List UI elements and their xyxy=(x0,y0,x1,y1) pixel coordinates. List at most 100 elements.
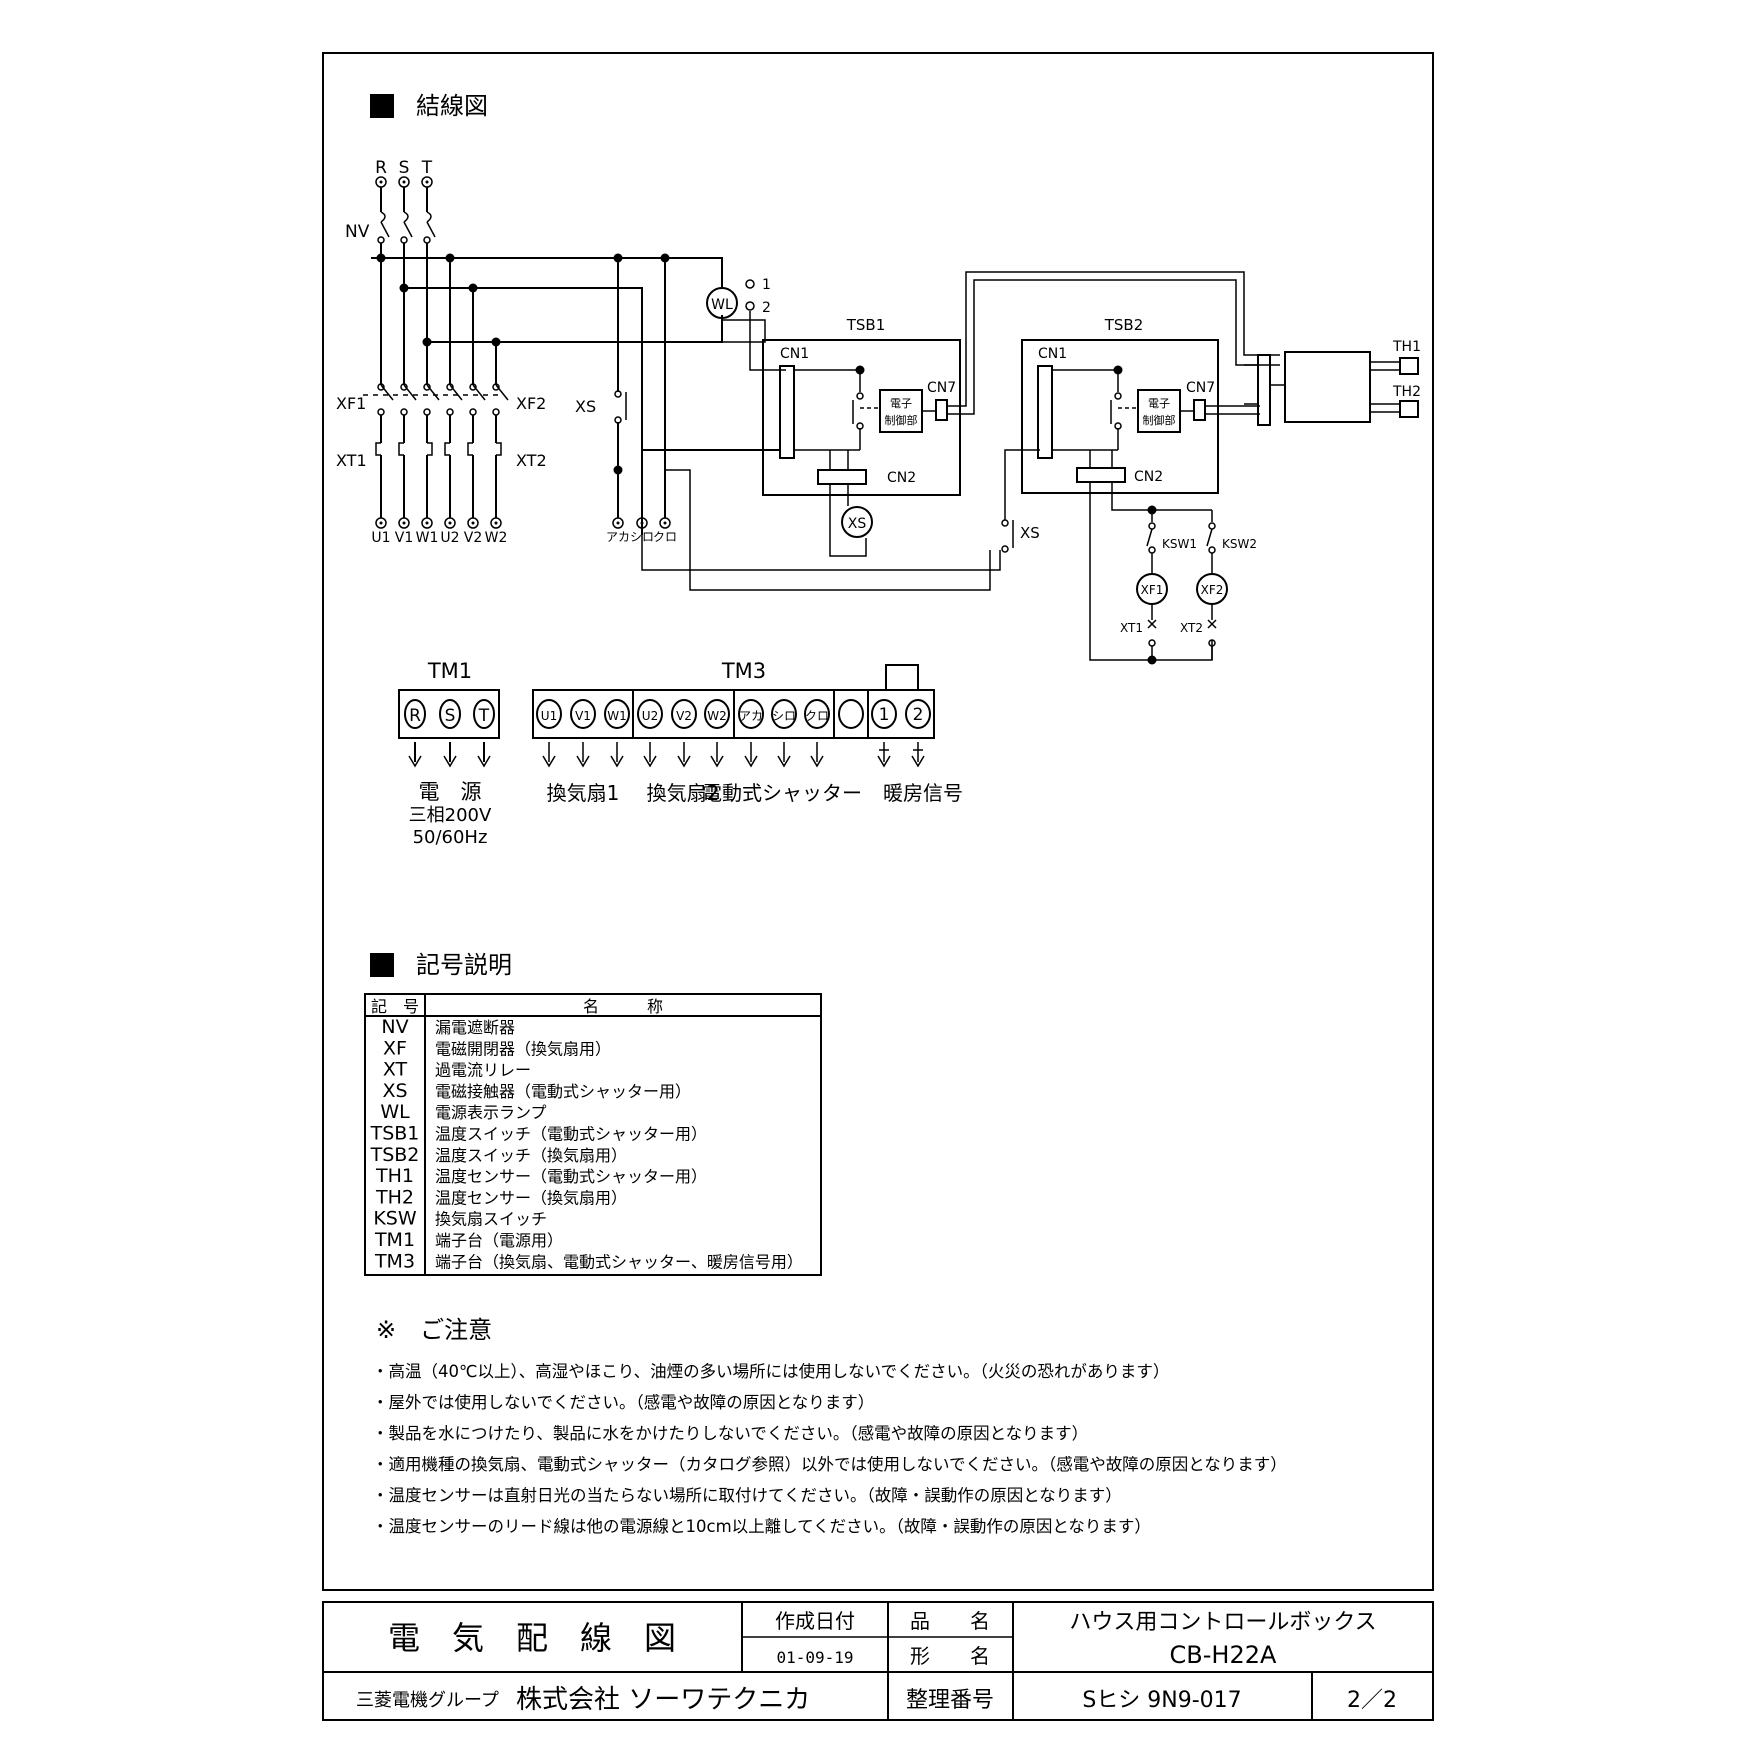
svg-text:アカ: アカ xyxy=(739,709,763,723)
wire-black: クロ xyxy=(653,530,677,544)
svg-text:V2: V2 xyxy=(676,709,692,723)
output-w2: W2 xyxy=(485,530,508,546)
legend-code: TM1 xyxy=(374,1229,415,1251)
notes-title: ※ ご注意 xyxy=(376,1316,492,1344)
legend-name: 端子台（電源用） xyxy=(435,1231,563,1250)
legend-code: XF xyxy=(383,1037,407,1059)
drawing-title: 電 気 配 線 図 xyxy=(388,1619,676,1657)
th1-label: TH1 xyxy=(1392,339,1421,355)
legend-row: TH1 温度センサー（電動式シャッター用） xyxy=(375,1165,707,1187)
tm3-terminal-5: V2 xyxy=(671,699,697,729)
legend-name: 温度スイッチ（換気扇用） xyxy=(435,1146,627,1165)
tm3-caption-fan2: 換気扇2 xyxy=(647,781,720,805)
phase-r-label: R xyxy=(375,158,387,178)
xt2-contact-label: XT2 xyxy=(1180,621,1203,635)
xs-shutter-block: XS アカ シロ クロ xyxy=(575,258,677,544)
wl-terminal-1: 1 xyxy=(762,277,771,293)
tm3-terminal-9: クロ xyxy=(804,699,830,729)
legend-name: 電磁接触器（電動式シャッター用） xyxy=(435,1082,691,1101)
legend-code: TSB2 xyxy=(370,1144,420,1166)
tm1-terminal-s: S xyxy=(439,699,461,729)
output-u1: U1 xyxy=(371,530,390,546)
page-number: 2／2 xyxy=(1347,1688,1397,1713)
legend-code: TH1 xyxy=(375,1165,414,1187)
created-date: 01-09-19 xyxy=(776,1648,853,1667)
tsb2-label: TSB2 xyxy=(1104,316,1144,334)
tm3-caption-shutter: 電動式シャッター xyxy=(702,781,862,805)
tm3-caption-heating: 暖房信号 xyxy=(883,781,963,805)
tsb1-cn7-label: CN7 xyxy=(927,380,956,396)
power-input: R S T NV xyxy=(345,158,436,342)
legend-code: XT xyxy=(383,1059,408,1081)
tsb2-controller-l2: 制御部 xyxy=(1143,413,1176,427)
wl-lamp: WL 1 2 xyxy=(706,258,786,371)
note-item: ・温度センサーは直射日光の当たらない場所に取付けてください。（故障・誤動作の原因… xyxy=(372,1486,1122,1505)
sensor-cables xyxy=(947,271,1280,415)
tm1-caption-3: 50/60Hz xyxy=(413,827,488,848)
tm3-terminal-8: シロ xyxy=(771,699,797,729)
tsb2-cn1-label: CN1 xyxy=(1038,346,1067,362)
legend-code: TM3 xyxy=(374,1250,415,1272)
section-square-icon xyxy=(370,953,394,977)
xf1-coil-label: XF1 xyxy=(1141,583,1164,597)
output-w1: W1 xyxy=(416,530,439,546)
wire-red: アカ xyxy=(606,530,630,544)
legend-name: 温度センサー（電動式シャッター用） xyxy=(435,1167,707,1186)
tm1-caption-2: 三相200V xyxy=(409,805,492,826)
legend-name: 過電流リレー xyxy=(435,1061,531,1080)
company-name: 株式会社 ソーワテクニカ xyxy=(516,1685,810,1715)
legend-row: XS 電磁接触器（電動式シャッター用） xyxy=(382,1080,691,1102)
nv-label: NV xyxy=(345,222,370,242)
legend-name: 温度センサー（換気扇用） xyxy=(435,1188,627,1207)
phase-s-label: S xyxy=(399,158,410,178)
tsb1-cn2-label: CN2 xyxy=(887,470,916,486)
section-square-icon xyxy=(370,94,394,118)
svg-text:V1: V1 xyxy=(575,709,591,723)
ksw2-label: KSW2 xyxy=(1222,537,1257,551)
tsb1-controller-l2: 制御部 xyxy=(885,413,918,427)
legend-code: XS xyxy=(382,1080,407,1102)
xt1-label: XT1 xyxy=(336,451,367,470)
tsb1-label: TSB1 xyxy=(846,316,886,334)
tsb1-block: TSB1 CN1 電子 制御部 CN7 CN2 XS xyxy=(642,316,961,557)
tm1-title: TM1 xyxy=(427,659,472,683)
tm3-caption-fan1: 換気扇1 xyxy=(547,781,620,805)
tm1-caption-1: 電 源 xyxy=(419,780,482,804)
legend-name: 換気扇スイッチ xyxy=(435,1210,547,1229)
ksw1-label: KSW1 xyxy=(1162,537,1197,551)
xf2-coil-label: XF2 xyxy=(1201,583,1224,597)
tsb2-controller-l1: 電子 xyxy=(1148,397,1170,410)
wl-label: WL xyxy=(711,297,733,313)
wiring-title: 結線図 xyxy=(416,92,488,120)
tm3-terminal-10 xyxy=(838,699,864,729)
legend-title: 記号説明 xyxy=(416,951,512,979)
svg-text:シロ: シロ xyxy=(772,709,796,723)
svg-text:S: S xyxy=(445,706,456,726)
tm3-terminal-7: アカ xyxy=(738,699,764,729)
drawing-frame xyxy=(322,52,1434,1591)
legend-row: XT 過電流リレー xyxy=(383,1059,531,1081)
svg-text:U1: U1 xyxy=(541,709,557,723)
tm3-terminal-12: 2 xyxy=(905,699,931,729)
title-block-frame xyxy=(322,1601,1434,1721)
title-block: 電 気 配 線 図 作成日付 01-09-19 品 名 形 名 ハウス用コントロ… xyxy=(323,1602,1433,1720)
wl-terminal-2: 2 xyxy=(762,300,771,316)
legend-code: TSB1 xyxy=(370,1123,420,1145)
xt2-label: XT2 xyxy=(516,451,547,470)
tm3-title: TM3 xyxy=(721,659,766,683)
xf-xt-block: XF1 XF2 XT1 XT2 U1 V1 W1 U2 V2 W2 xyxy=(336,383,547,546)
svg-text:W2: W2 xyxy=(707,709,727,723)
product-label: 品 名 xyxy=(910,1609,990,1633)
fan-switch-circuit: KSW1 KSW2 XF1 XF2 XT1 XT2 xyxy=(1120,505,1257,665)
legend-name: 電磁開閉器（換気扇用） xyxy=(435,1039,611,1058)
th2-label: TH2 xyxy=(1392,384,1421,400)
phase-t-label: T xyxy=(421,158,433,178)
xf1-label: XF1 xyxy=(336,394,366,413)
tsb2-block: TSB2 CN1 電子 制御部 CN7 CN2 xyxy=(1021,316,1260,661)
tsb2-cn2-label: CN2 xyxy=(1134,469,1163,485)
